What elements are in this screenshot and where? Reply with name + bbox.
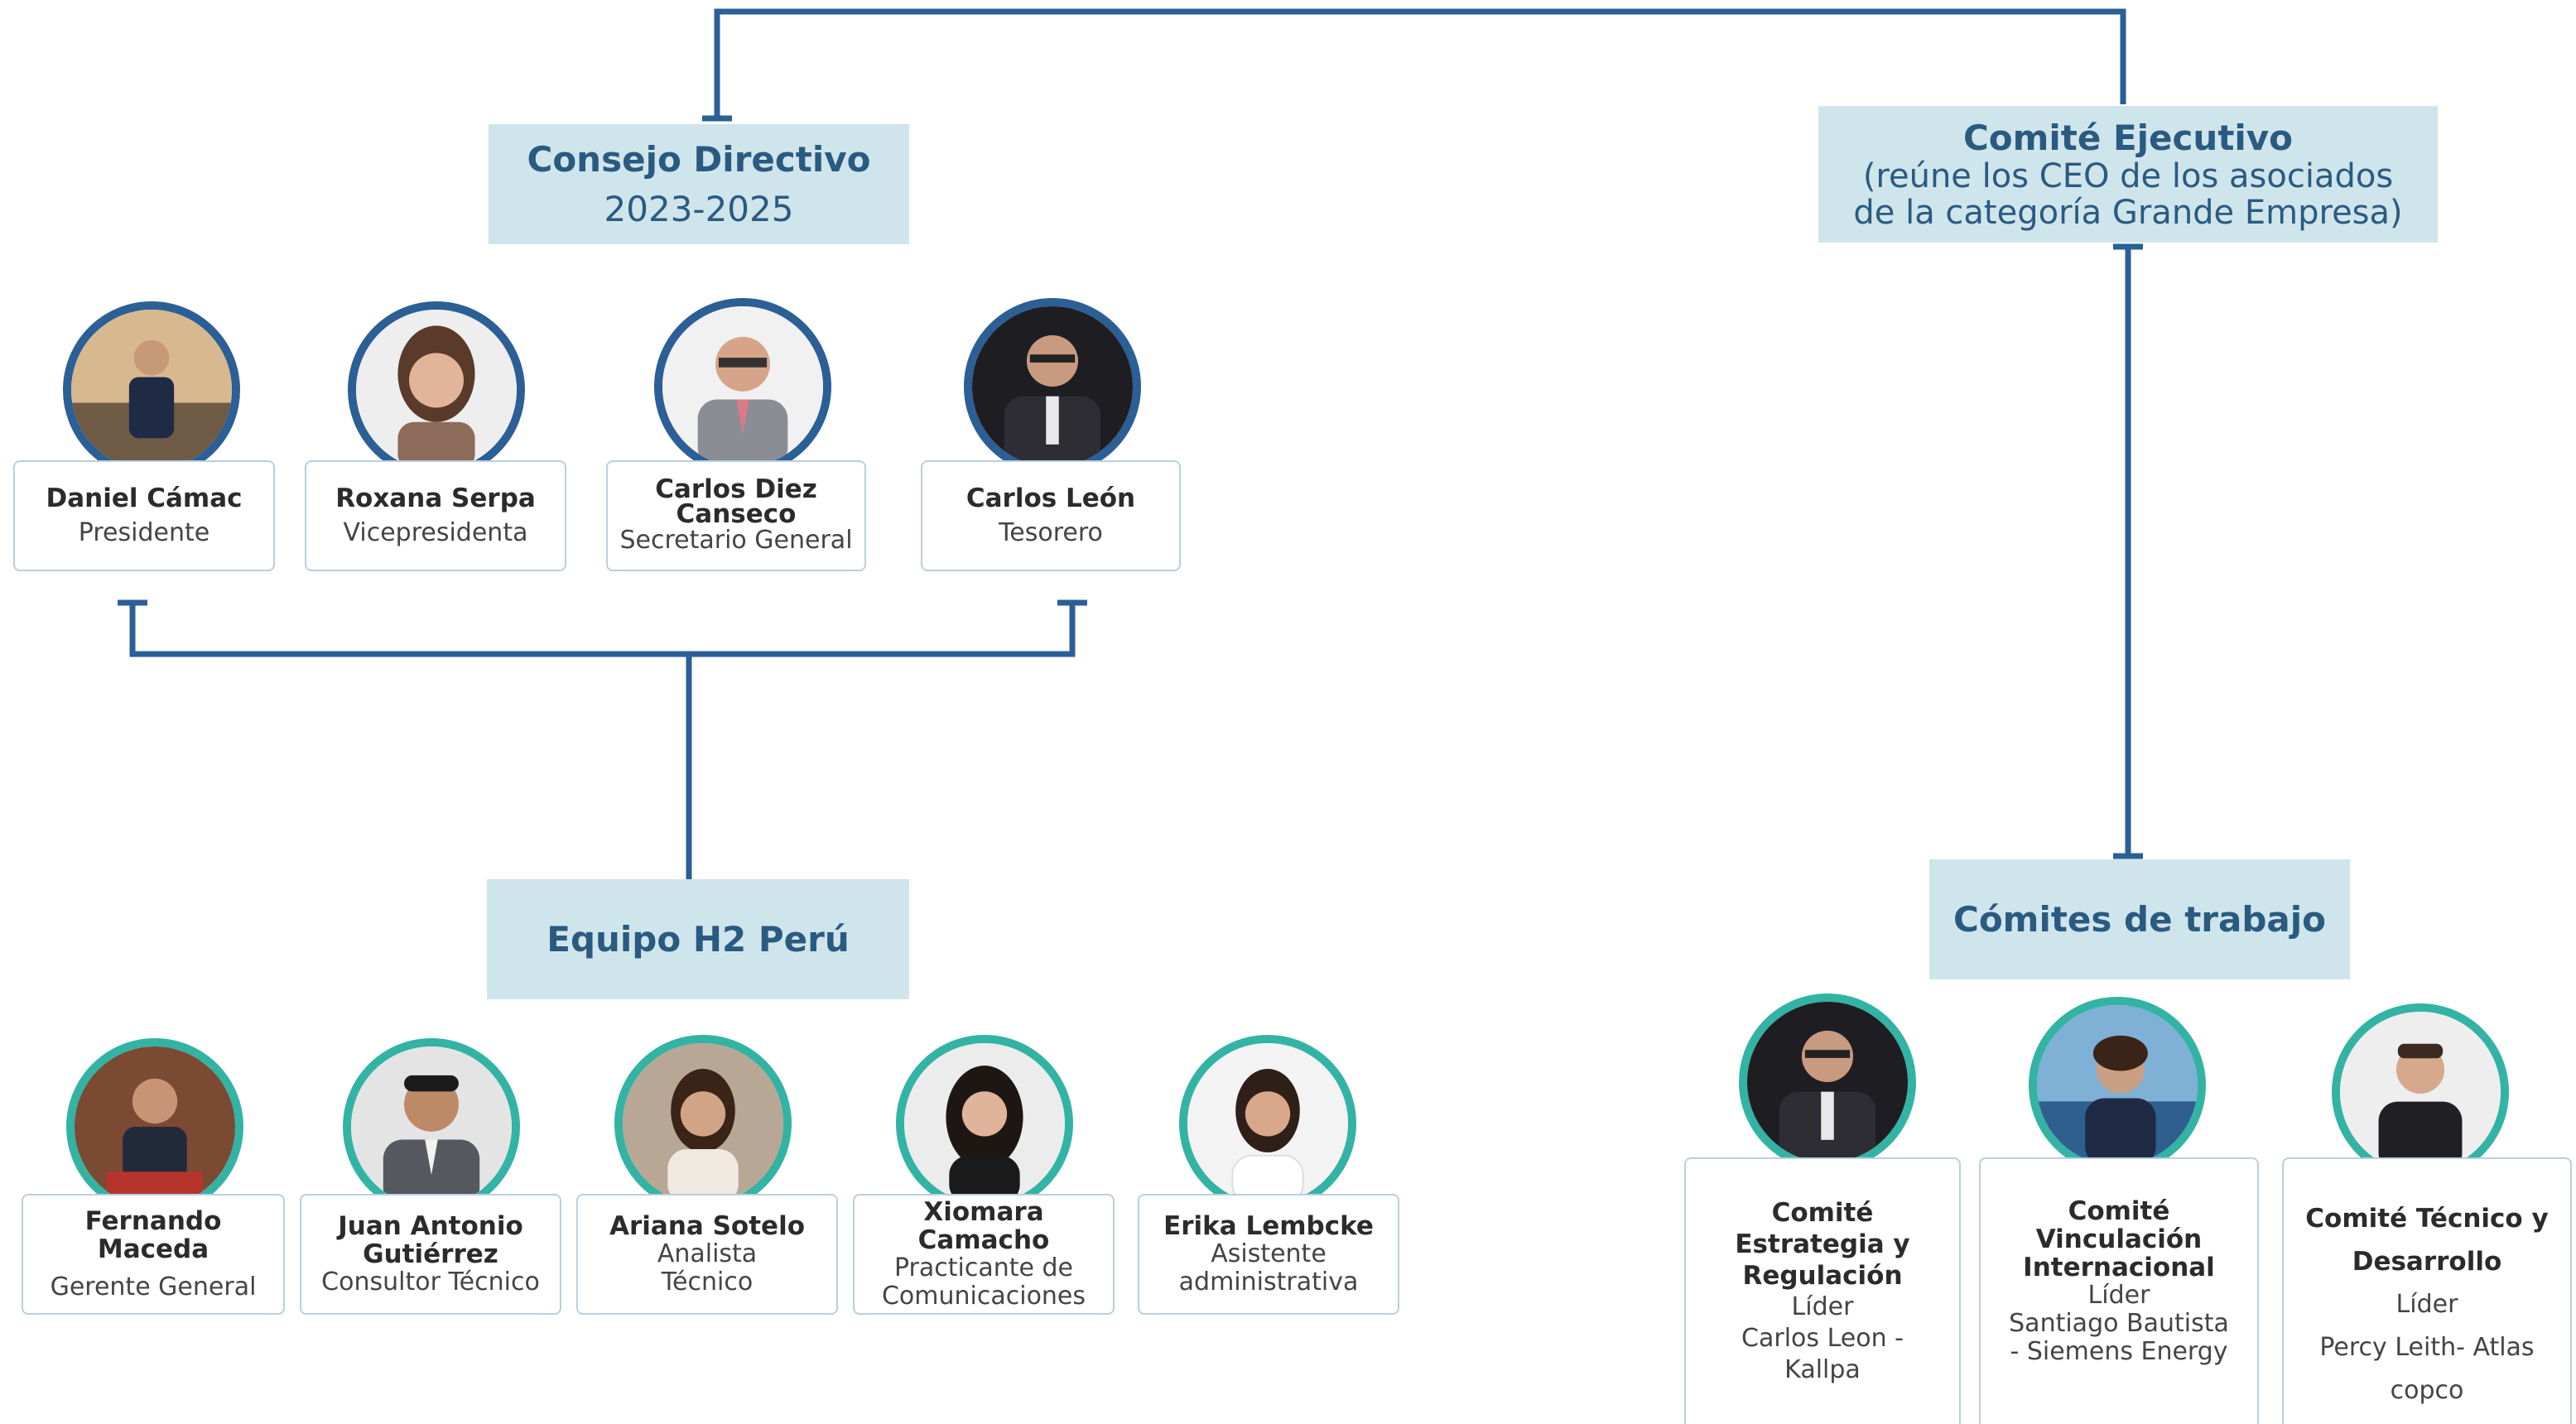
committee-title-line3: Regulación xyxy=(1742,1261,1903,1291)
committee-leader-label: Líder xyxy=(2087,1281,2150,1310)
member-name: Daniel Cámac xyxy=(46,483,243,513)
member-role-line2: administrativa xyxy=(1178,1268,1359,1297)
avatar-fernando-maceda xyxy=(66,1038,243,1215)
committee-title-line2: Desarrollo xyxy=(2352,1247,2502,1277)
board-card-daniel-camac: Daniel Cámac Presidente xyxy=(13,460,275,571)
committee-card-estrategia: Comité Estrategia y Regulación Líder Car… xyxy=(1684,1157,1961,1424)
ejecutivo-subtitle-1: (reúne los CEO de los asociados xyxy=(1862,156,2394,195)
committee-title-line2: Vinculación xyxy=(2035,1224,2203,1254)
avatar-carlos-leon xyxy=(964,298,1141,475)
board-card-roxana-serpa: Roxana Serpa Vicepresidenta xyxy=(305,460,566,571)
committee-leader-line1: Carlos Leon - xyxy=(1741,1324,1904,1353)
team-card-juan-antonio-gutierrez: Juan Antonio Gutiérrez Consultor Técnico xyxy=(300,1194,561,1315)
team-card-xiomara-camacho: Xiomara Camacho Practicante de Comunicac… xyxy=(853,1194,1115,1315)
equipo-header: Equipo H2 Perú xyxy=(487,879,909,999)
member-role: Gerente General xyxy=(50,1272,257,1301)
board-card-carlos-leon: Carlos León Tesorero xyxy=(921,460,1181,571)
member-name: Erika Lembcke xyxy=(1163,1211,1374,1241)
member-name: Ariana Sotelo xyxy=(609,1211,805,1241)
committee-title-line1: Comité Técnico y xyxy=(2305,1204,2549,1234)
member-name-line1: Juan Antonio xyxy=(338,1211,523,1241)
board-card-carlos-diez-canseco: Carlos Diez Canseco Secretario General xyxy=(606,460,866,571)
committee-leader-label: Líder xyxy=(2395,1290,2458,1319)
team-card-ariana-sotelo: Ariana Sotelo Analista Técnico xyxy=(576,1194,838,1315)
team-card-fernando-maceda: Fernando Maceda Gerente General xyxy=(22,1194,285,1315)
member-name: Fernando Maceda xyxy=(84,1206,222,1264)
member-role-line1: Asistente xyxy=(1211,1239,1327,1268)
comites-title: Cómites de trabajo xyxy=(1953,898,2326,940)
member-role-line1: Analista xyxy=(657,1239,758,1268)
committee-leader-label: Líder xyxy=(1791,1292,1854,1321)
comites-header: Cómites de trabajo xyxy=(1929,859,2350,979)
member-name-line1: Carlos Diez xyxy=(655,474,817,504)
member-role: Vicepresidenta xyxy=(343,518,528,547)
avatar-xiomara-camacho xyxy=(896,1035,1073,1212)
member-name-line2: Gutiérrez xyxy=(363,1239,498,1269)
member-role: Consultor Técnico xyxy=(321,1268,540,1297)
avatar-erika-lembcke xyxy=(1179,1035,1356,1212)
consejo-title: Consejo Directivo xyxy=(527,138,871,180)
team-card-erika-lembcke: Erika Lembcke Asistente administrativa xyxy=(1138,1194,1399,1315)
committee-card-vinculacion: Comité Vinculación Internacional Líder S… xyxy=(1979,1157,2259,1424)
committee-leader-line2: Kallpa xyxy=(1784,1355,1861,1384)
member-role-line2: Comunicaciones xyxy=(881,1282,1086,1311)
member-name: Carlos León xyxy=(965,483,1136,513)
member-name: Roxana Serpa xyxy=(335,483,536,513)
committee-title-line1: Comité xyxy=(2068,1196,2170,1226)
avatar-ariana-sotelo xyxy=(614,1035,792,1212)
member-role: Presidente xyxy=(78,518,210,547)
avatar-comite-estrategia xyxy=(1739,993,1916,1171)
committee-title-line1: Comité xyxy=(1771,1198,1874,1228)
member-role-line2: Técnico xyxy=(661,1268,754,1297)
consejo-directivo-header: Consejo Directivo 2023-2025 xyxy=(489,124,909,244)
avatar-juan-antonio-gutierrez xyxy=(343,1038,520,1215)
avatar-comite-vinculacion xyxy=(2029,997,2206,1174)
avatar-roxana-serpa xyxy=(348,301,525,479)
committee-leader-line2: - Siemens Energy xyxy=(2010,1337,2228,1366)
avatar-comite-tecnico xyxy=(2332,1003,2509,1181)
ejecutivo-title: Comité Ejecutivo xyxy=(1962,117,2294,158)
committee-card-tecnico: Comité Técnico y Desarrollo Líder Percy … xyxy=(2282,1157,2572,1424)
comite-ejecutivo-header: Comité Ejecutivo (reúne los CEO de los a… xyxy=(1818,106,2438,243)
member-role: Secretario General xyxy=(619,526,853,555)
committee-leader-line1: Santiago Bautista xyxy=(2009,1309,2229,1338)
equipo-title: Equipo H2 Perú xyxy=(546,918,850,960)
avatar-carlos-diez-canseco xyxy=(654,298,831,475)
committee-title-line3: Internacional xyxy=(2023,1253,2215,1282)
committee-title-line2: Estrategia y xyxy=(1735,1229,1910,1259)
member-name: Xiomara Camacho xyxy=(917,1197,1050,1255)
committee-leader-line1: Percy Leith- Atlas xyxy=(2319,1333,2535,1362)
member-role-line1: Practicante de xyxy=(893,1253,1074,1282)
member-name-line2: Canseco xyxy=(676,499,797,529)
ejecutivo-subtitle-2: de la categoría Grande Empresa) xyxy=(1853,193,2403,232)
committee-leader-line2: copco xyxy=(2390,1376,2464,1405)
consejo-years: 2023-2025 xyxy=(604,188,794,229)
member-role: Tesorero xyxy=(999,518,1103,547)
avatar-daniel-camac xyxy=(63,301,240,479)
